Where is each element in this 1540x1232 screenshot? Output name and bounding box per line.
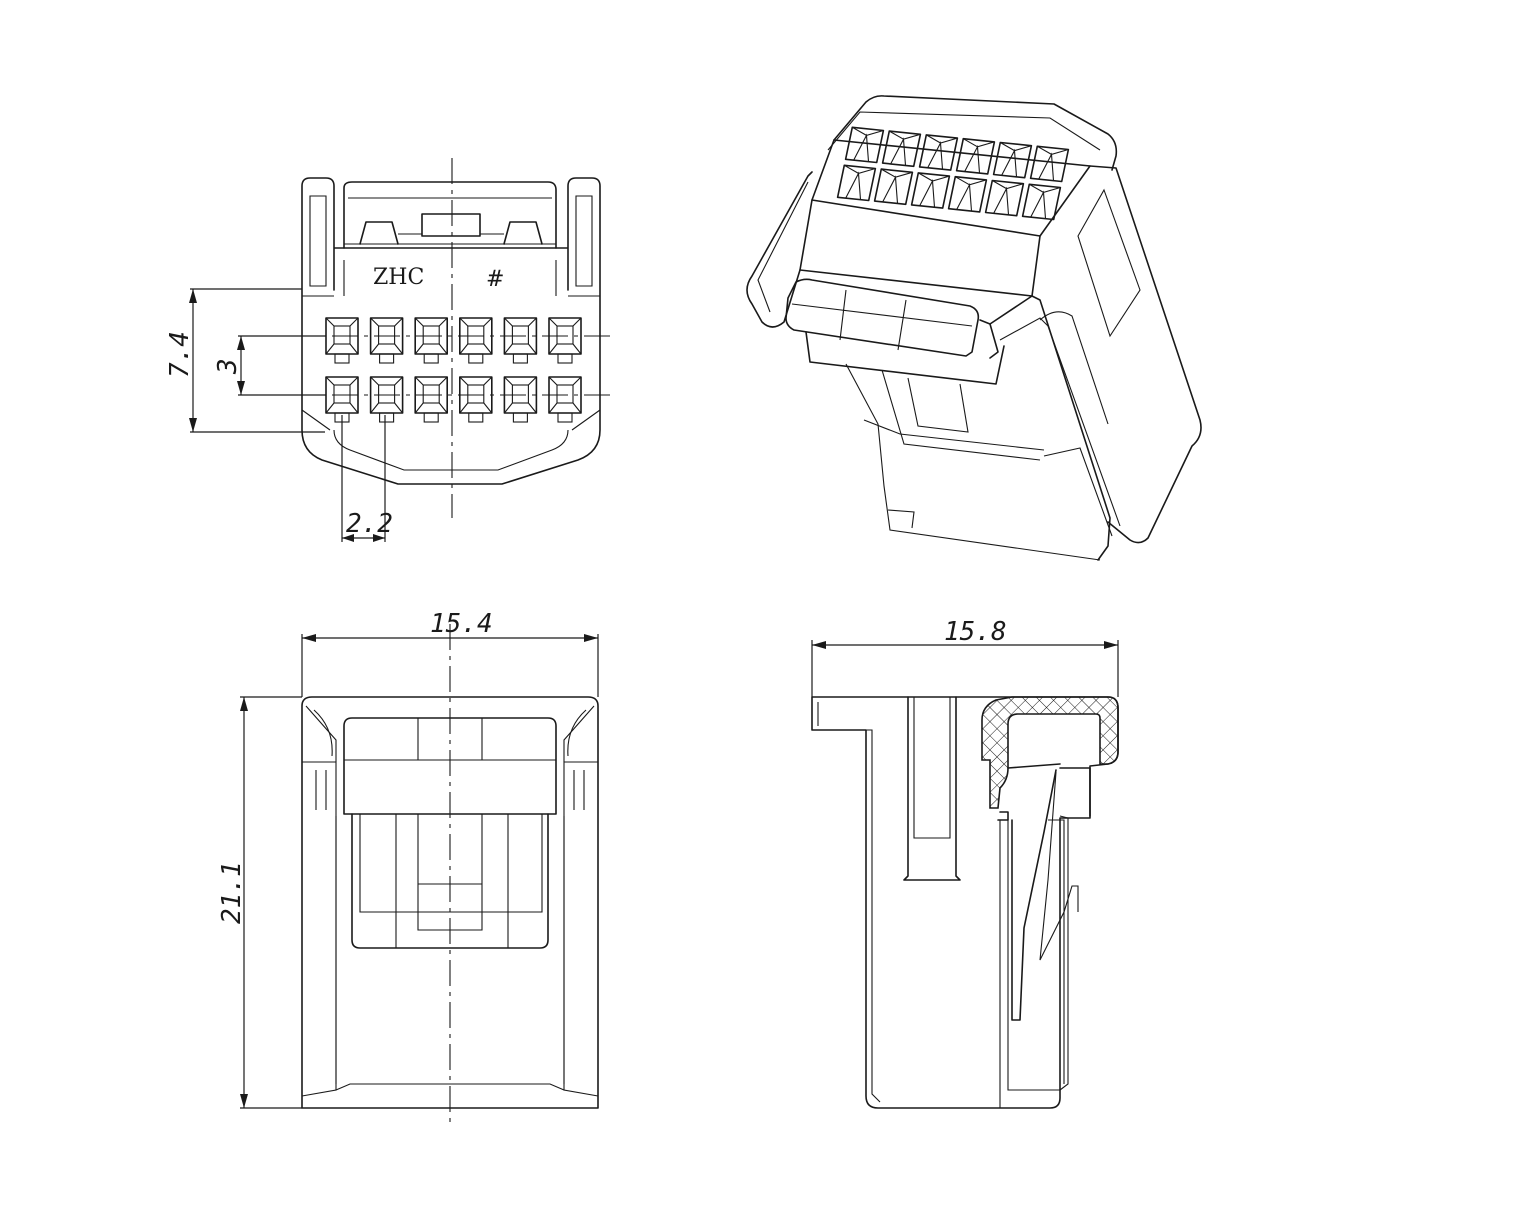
iso-contact-cavity (1021, 183, 1062, 221)
contact-cavity (414, 317, 449, 364)
front-top-latch (421, 213, 481, 237)
side-latch-arm (1011, 769, 1057, 1021)
iso-contact-cavity (881, 130, 922, 168)
iso-left-latch-inner (757, 181, 809, 313)
dim-side-width-label: 15.8 (944, 617, 1007, 647)
contact-cavity (548, 317, 582, 364)
iso-contact-cavity (836, 164, 877, 202)
front-cavity-grid (325, 317, 582, 423)
iso-view (746, 95, 1202, 561)
bottom-lower-housing (351, 813, 549, 949)
side-inner-post (903, 696, 961, 881)
side-view: 15.8 (811, 617, 1119, 1109)
front-latch-slot-right (575, 195, 593, 287)
front-dim-height: 7.4 (165, 288, 325, 433)
front-top-tab-left (359, 221, 399, 245)
iso-cavity-grid (836, 126, 1070, 221)
iso-lower-rib (863, 419, 1045, 451)
iso-contact-cavity (947, 175, 988, 213)
iso-right-wall (989, 295, 1111, 561)
bottom-dim-width: 15.4 (301, 609, 599, 697)
bottom-corner-chamfer (305, 705, 595, 762)
iso-right-side (1089, 165, 1202, 544)
iso-contact-cavity (984, 179, 1025, 217)
bottom-inner-rails (335, 816, 565, 1084)
contact-cavity (458, 317, 493, 364)
contact-cavity (414, 376, 449, 423)
dim-height-label: 7.4 (165, 331, 195, 378)
bottom-latch-block (343, 717, 557, 815)
dim-row-pitch-label: 3 (213, 358, 243, 375)
bottom-body-outline (301, 696, 599, 1109)
front-dim-col-pitch: 2.2 (341, 415, 393, 542)
contact-cavity (503, 376, 538, 423)
contact-cavity (458, 376, 493, 423)
iso-contact-cavity (1029, 145, 1070, 183)
front-inner-face (333, 260, 569, 471)
bottom-corner-curves (313, 709, 587, 757)
front-position-mark: # (486, 267, 504, 292)
side-body-outline (811, 696, 1119, 1109)
contact-cavity (369, 317, 404, 364)
bottom-latch-block-lines (344, 718, 556, 761)
dim-bottom-length-label: 21.1 (217, 861, 247, 924)
front-chamfer-lines (301, 409, 601, 431)
side-inner-post-detail (913, 697, 951, 839)
iso-front-latch-detail (791, 289, 973, 351)
dim-col-pitch-label: 2.2 (346, 509, 393, 539)
front-brand-mark: ZHC (373, 265, 424, 290)
iso-front-latch-bar (785, 278, 980, 357)
iso-left-latch (746, 171, 813, 328)
iso-contact-cavity (873, 168, 914, 206)
front-dim-row-pitch: 3 (213, 335, 326, 396)
bottom-lower-housing-detail (359, 814, 543, 948)
iso-right-latch-window (1077, 188, 1141, 338)
iso-contact-cavity (918, 134, 959, 171)
iso-lower-notch (887, 509, 915, 529)
iso-right-corner (979, 319, 999, 359)
dim-bottom-width-label: 15.4 (430, 609, 493, 639)
iso-top-face (811, 139, 1091, 237)
contact-cavity (548, 376, 582, 423)
front-top-cap (343, 181, 557, 249)
iso-contact-cavity (955, 137, 996, 175)
front-top-tab-right (503, 221, 543, 245)
contact-cavity (325, 317, 359, 364)
front-latch-slot-left (309, 195, 327, 287)
bottom-rail-ticks (315, 770, 585, 810)
front-view: ZHC # 7.4 3 2.2 (165, 158, 615, 542)
bottom-front-edge (335, 1083, 565, 1091)
iso-contact-cavity (910, 172, 951, 209)
iso-contact-cavity (992, 141, 1033, 179)
front-top-cap-lines (344, 197, 556, 245)
side-latch-guide (1048, 819, 1065, 1084)
side-latch-arm-detail (1039, 771, 1079, 961)
contact-cavity (503, 317, 538, 364)
iso-top-cap-inner (827, 111, 1101, 151)
iso-lower-body (805, 331, 1005, 385)
iso-contact-cavity (844, 126, 885, 164)
contact-cavity (369, 376, 404, 423)
iso-lower-body-edge (845, 363, 1101, 561)
iso-top-cap (833, 95, 1118, 171)
iso-lower-slot (881, 369, 1041, 461)
iso-right-foot (1043, 447, 1113, 537)
iso-front-face (799, 199, 1041, 297)
side-dim-width: 15.8 (811, 617, 1119, 697)
side-inner-wall (999, 815, 1069, 1108)
iso-right-wall-inner (999, 311, 1121, 527)
side-inner-cavity (997, 763, 1091, 821)
side-hatched-section (981, 696, 1119, 809)
side-body-inner (817, 702, 881, 1103)
bottom-view: 15.4 21.1 (217, 609, 599, 1128)
bottom-dim-length: 21.1 (217, 696, 302, 1109)
front-body-outline (301, 177, 601, 485)
